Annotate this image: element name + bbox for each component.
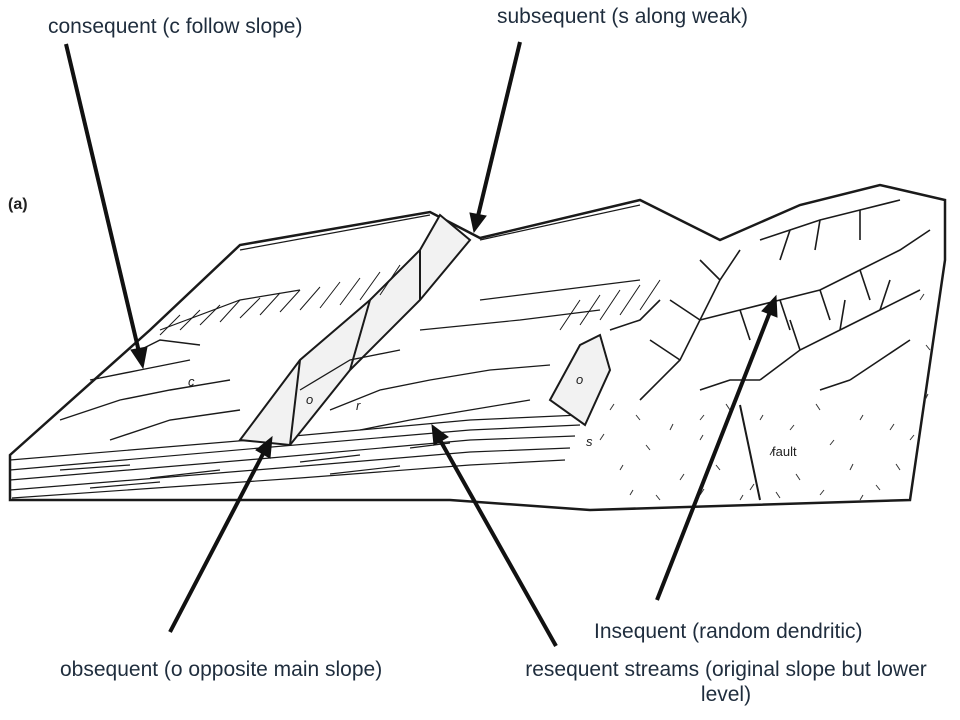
arrow-obsequent: [168, 435, 273, 633]
fault-label: fault: [772, 444, 797, 459]
letter-o-left: o: [306, 392, 314, 407]
label-obsequent: obsequent (o opposite main slope): [60, 658, 383, 681]
arrow-resequent: [431, 423, 558, 647]
fault-line: [739, 404, 761, 501]
arrow-consequent: [64, 43, 148, 370]
letter-r: r: [356, 398, 361, 413]
label-consequent: consequent (c follow slope): [48, 15, 303, 38]
block-outline: [8, 183, 947, 512]
consequent-streams: [59, 339, 241, 441]
ridge-hatching: [159, 264, 661, 336]
arrow-insequent: [655, 294, 778, 601]
label-resequent: resequent streams (original slope but lo…: [525, 658, 927, 706]
figure-tag: (a): [8, 196, 28, 213]
arrow-subsequent: [469, 41, 522, 234]
letter-o-right: o: [576, 372, 584, 387]
ridge-main: [238, 213, 472, 447]
label-subsequent: subsequent (s along weak): [497, 5, 748, 28]
letter-s: s: [586, 434, 593, 449]
dendritic-network: [609, 199, 931, 401]
igneous-speckle: [599, 293, 931, 501]
pointer-arrows: [64, 41, 778, 647]
label-insequent: Insequent (random dendritic): [594, 620, 863, 643]
valley-streams: [299, 349, 551, 431]
ridge-right: [548, 333, 612, 427]
letter-c: c: [188, 374, 195, 389]
